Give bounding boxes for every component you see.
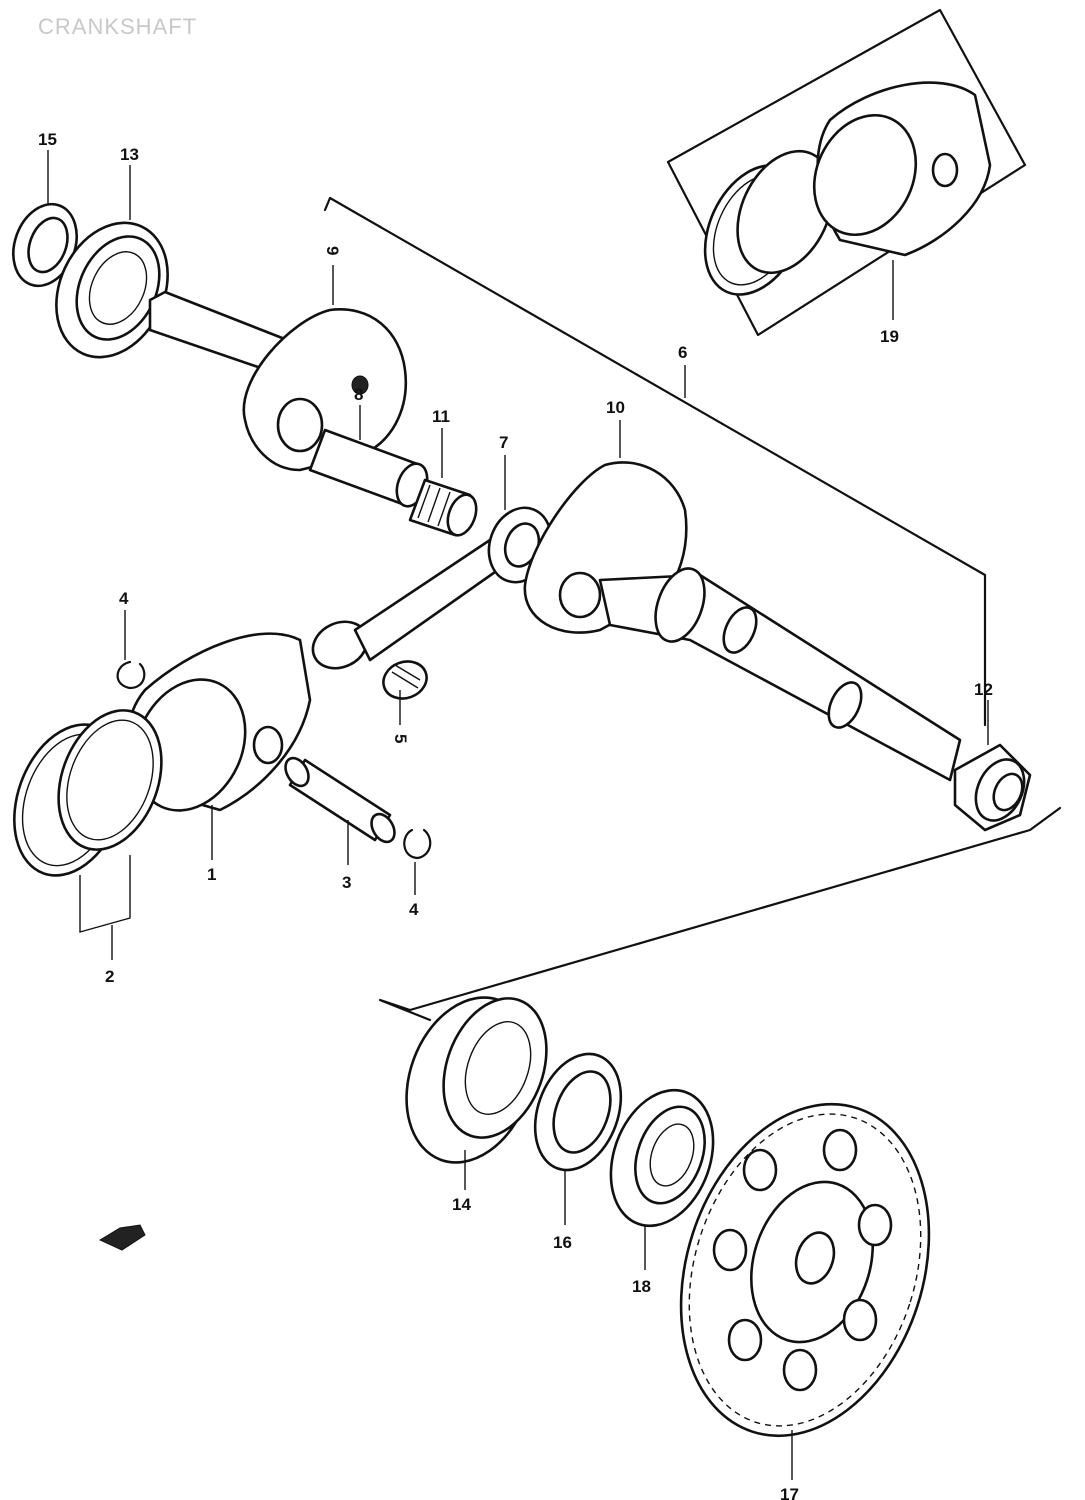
callout-9: 9 bbox=[323, 246, 342, 255]
piston-1 bbox=[127, 632, 312, 812]
callout-1: 1 bbox=[207, 865, 216, 884]
needle-bearing-11 bbox=[408, 478, 478, 537]
bearing-12 bbox=[953, 743, 1032, 832]
sprocket-17 bbox=[679, 1102, 931, 1438]
callout-19: 19 bbox=[880, 327, 899, 346]
leader-lines bbox=[47, 150, 989, 1480]
bearing-14 bbox=[405, 996, 548, 1164]
callout-4-upper: 4 bbox=[119, 589, 129, 608]
circlip-4-lower bbox=[403, 828, 432, 860]
callout-16: 16 bbox=[553, 1233, 572, 1252]
callout-7: 7 bbox=[499, 433, 508, 452]
crank-half-left-9 bbox=[148, 290, 408, 472]
callout-10: 10 bbox=[606, 398, 625, 417]
callout-8: 8 bbox=[354, 385, 363, 404]
assembly-bracket-6 bbox=[323, 196, 1062, 1022]
callout-labels: 15 13 9 8 11 7 10 6 19 12 4 5 1 2 3 4 14… bbox=[38, 130, 993, 1500]
callout-6: 6 bbox=[678, 343, 687, 362]
piston-kit-19 bbox=[666, 8, 1027, 337]
oil-seal-16 bbox=[533, 1052, 623, 1172]
oil-seal-18 bbox=[609, 1088, 715, 1228]
callout-13: 13 bbox=[120, 145, 139, 164]
callout-3: 3 bbox=[342, 873, 351, 892]
callout-17: 17 bbox=[780, 1485, 799, 1500]
connecting-rod-7 bbox=[311, 506, 553, 670]
piston-pin-3 bbox=[284, 756, 396, 844]
callout-14: 14 bbox=[452, 1195, 471, 1214]
small-end-bearing-5 bbox=[382, 660, 428, 700]
callout-11: 11 bbox=[432, 407, 450, 426]
callout-4-lower: 4 bbox=[409, 900, 419, 919]
callout-12: 12 bbox=[974, 680, 993, 699]
callout-15: 15 bbox=[38, 130, 57, 149]
direction-arrow-icon bbox=[98, 1224, 146, 1251]
crank-half-right-10 bbox=[523, 461, 962, 782]
callout-2: 2 bbox=[105, 967, 114, 986]
callout-18: 18 bbox=[632, 1277, 651, 1296]
circlip-4-upper bbox=[116, 660, 146, 690]
callout-5: 5 bbox=[391, 734, 410, 743]
page-title: CRANKSHAFT bbox=[38, 14, 198, 39]
piston-rings-2 bbox=[13, 709, 163, 877]
